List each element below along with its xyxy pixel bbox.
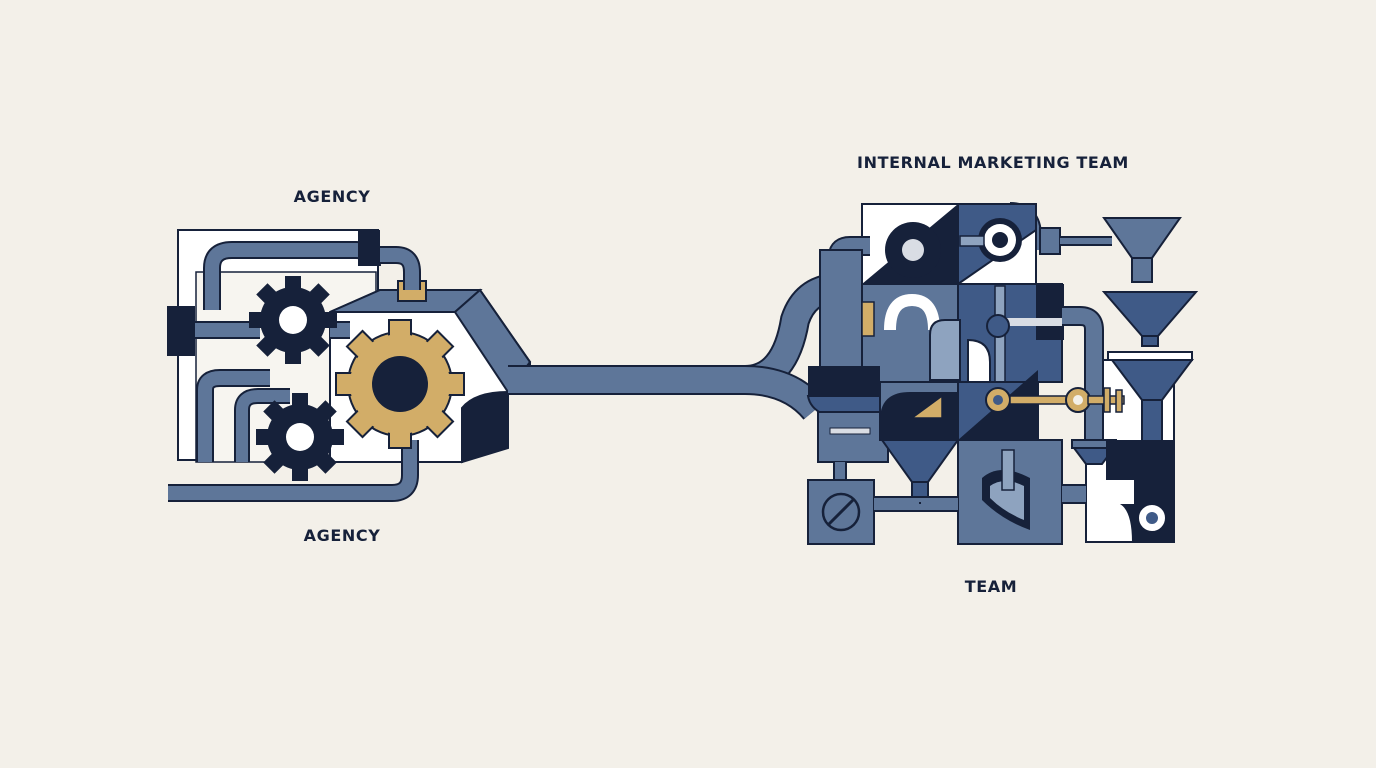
internal-team-machine: [806, 202, 1199, 545]
funnel-icon: [1110, 359, 1194, 443]
gear-icon: [335, 319, 465, 449]
pipe-to-gold: [372, 248, 419, 290]
team-label: TEAM: [964, 577, 1018, 596]
funnel-icon: [1101, 291, 1199, 347]
internal-marketing-team-label: INTERNAL MARKETING TEAM: [857, 153, 1129, 172]
funnel-icon: [1071, 439, 1117, 465]
pipe-bottom: [168, 440, 417, 500]
connector-pipe: [508, 273, 837, 421]
pipe: [1062, 308, 1102, 440]
agency-machine: [167, 229, 532, 502]
gear-icon: [249, 276, 337, 364]
key-icon: [985, 387, 1125, 413]
funnel-icon: [880, 439, 960, 503]
pipe-left-down: [198, 371, 270, 462]
valve-icon: [807, 479, 875, 545]
pipe-cap-top: [358, 230, 380, 266]
agency-outlet-block: [461, 390, 509, 464]
pipe-mid-down: [236, 390, 290, 462]
agency-top-label: AGENCY: [293, 187, 371, 206]
pipe-cap-block: [167, 306, 195, 356]
gear-icon: [256, 393, 344, 481]
agency-bottom-label: AGENCY: [303, 526, 381, 545]
funnel-icon: [1102, 217, 1182, 283]
